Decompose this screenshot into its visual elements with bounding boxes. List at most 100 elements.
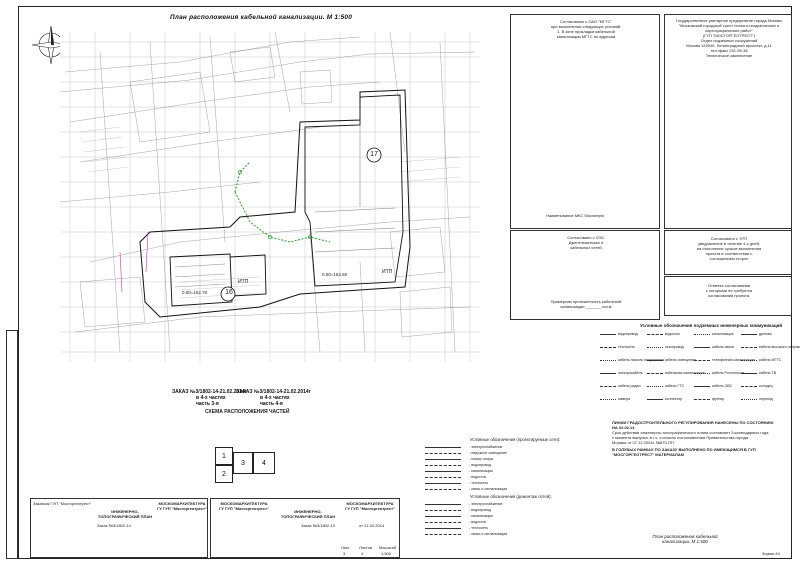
legend-item-label: телефонная канализация xyxy=(712,358,755,362)
stamp-oes-text: Согласовано с ОЭС Джентльменских и кабел… xyxy=(567,235,605,250)
legend-item-symbol xyxy=(741,373,757,374)
legend-item-label: водопровод xyxy=(618,332,638,336)
stamp-etp-text: Отметка согласования с которыми не требу… xyxy=(705,283,753,298)
legend-item-label: кабель освещения xyxy=(665,358,697,362)
legend-item-symbol xyxy=(600,360,616,361)
legend2-item-label: - канализация xyxy=(469,469,493,473)
building-17-number: 17 xyxy=(370,151,378,158)
legend-item-symbol xyxy=(694,386,710,387)
title-block-2-org: МОСКОМАРХИТЕКТУРА ГУ ГУП "Мосгоргеотрест… xyxy=(219,501,269,511)
legend-item-label: электрокабель xyxy=(618,371,643,375)
legend-item-label: кабель радио xyxy=(618,384,641,388)
legend2-item-symbol xyxy=(425,447,461,448)
legend2-item-symbol xyxy=(425,477,461,478)
legend2-item-symbol xyxy=(425,489,461,490)
legend-item-label: кабель МГТС xyxy=(759,358,782,362)
title-block-2-org2: МОСКОМАРХИТЕКТУРА ГУ ГУП "Мосгоргеотрест… xyxy=(345,501,395,511)
note-line-1: ЛИНИИ ГРАДОСТРОИТЕЛЬНОГО РЕГУЛИРОВАНИЯ Н… xyxy=(612,420,774,425)
building-17-elevation: 0.00=163.50 xyxy=(322,272,348,277)
legend2-item: - водопровод xyxy=(425,462,605,468)
legend3-item: - канализация xyxy=(425,513,605,519)
schema-part-3: 3 xyxy=(233,452,253,474)
note-line-4: с момента выпуска, в г.ч. согласно поста… xyxy=(612,435,749,440)
legend-item-label: водосток xyxy=(665,332,680,336)
legend-item-label: дренаж xyxy=(759,332,772,336)
legend-item-label: переход xyxy=(759,397,773,401)
legend2-list: - электроснабжение- наружное освещение- … xyxy=(425,444,605,492)
stamp-mgts-name: Наименование МКС Мосэнерго xyxy=(546,213,605,218)
stamp-mgts-text: Согласовано с ОАО "МГТС" при выполнении … xyxy=(550,19,622,39)
legend-item-symbol xyxy=(647,373,663,374)
legend-item-symbol xyxy=(600,373,616,374)
legend-item-label: кабельная канализация xyxy=(665,371,705,375)
legend-item-label: коллектор xyxy=(665,397,682,401)
legend-item-label: футляр xyxy=(712,397,725,401)
building-16-elevation: 0.00=162.70 xyxy=(182,290,208,295)
title-block-1-org: Заказчик ГУП "Мосгоргеотрест" xyxy=(33,501,92,506)
legend-item-label: канализация xyxy=(712,332,734,336)
legend2-title: Условные обозначения (проектируемые сети… xyxy=(470,437,561,442)
legend-item-label: кабель ОВС xyxy=(712,384,733,388)
legend2-item: - электроснабжение xyxy=(425,444,605,450)
order-label-part-4: ЗАКАЗ №3/1802-14-21.02.2014г в 4-х частя… xyxy=(236,389,311,407)
legend3-item-symbol xyxy=(425,504,461,505)
title-block-1-org2: МОСКОМАРХИТЕКТУРА ГУ ГУП "Мосгоргеотрест… xyxy=(157,501,207,511)
legend3-item-label: - связь и сигнализация xyxy=(469,532,508,536)
legend2-item-label: - электроснабжение xyxy=(469,445,503,449)
legend2-item-label: - водосток xyxy=(469,475,487,479)
legend3-item: - связь и сигнализация xyxy=(425,531,605,537)
legend3-item: - водопровод xyxy=(425,507,605,513)
legend-item-symbol xyxy=(741,334,757,335)
legend3-list: - электроснабжение - водопровод- канализа… xyxy=(425,501,605,537)
legend-item-symbol xyxy=(647,386,663,387)
order-b-part: часть 4-я xyxy=(260,401,283,407)
legend-item-label: кабель связи xyxy=(712,345,734,349)
itp-label-1: ИТП xyxy=(238,279,249,285)
itp-label-2: ИТП xyxy=(382,269,393,275)
title-block-1-type: ИНЖЕНЕРНО-ТОПОГРАФИЧЕСКИЙ ПЛАН xyxy=(97,509,153,519)
title-block-2-scale-label: Масштаб xyxy=(379,545,397,550)
legend3-item-symbol xyxy=(425,516,461,517)
order-a-parts: в 4-х частях xyxy=(196,395,226,401)
order-b-parts: в 4-х частях xyxy=(260,395,290,401)
stamp-ops-text: Согласовано с ЭТП уведомление в течение … xyxy=(696,236,762,261)
building-16-number: 16 xyxy=(225,289,233,296)
legend-item-symbol xyxy=(647,399,663,400)
legend3-item-label: - теплосеть xyxy=(469,526,489,530)
legend-item-label: кабель Ростелеком xyxy=(712,371,745,375)
stamp-etp: Отметка согласования с которыми не требу… xyxy=(664,276,792,316)
legend-item-label: колодец xyxy=(759,384,773,388)
legend2-item-symbol xyxy=(425,465,461,466)
note-line-2: НА 02.02.14 xyxy=(612,425,635,430)
legend-item-symbol xyxy=(694,373,710,374)
legend-item-label: кабель ГТС xyxy=(665,384,685,388)
legend-item-symbol xyxy=(647,347,663,348)
legend3-item-label: - водопровод xyxy=(469,508,491,512)
legend3-item-symbol xyxy=(425,510,461,511)
legend2-item: - теплосеть xyxy=(425,480,605,486)
stamp-mosgorgeotrest-text: Государственное унитарное предприятие го… xyxy=(675,18,783,58)
legend-item-symbol xyxy=(694,334,710,335)
legend3-item-label: - водосток xyxy=(469,520,487,524)
note-line-6: В ГОЛУБЫХ РАМКАХ ПО ЗАКАЗУ ВЫПОЛНЕНО ПО … xyxy=(612,447,756,452)
legend-item-symbol xyxy=(694,399,710,400)
title-block-2-order: Заказ №3/1802-14 xyxy=(301,523,335,528)
legend-item-label: кабель низкого напряжения xyxy=(618,358,665,362)
title-block-2-type: ИНЖЕНЕРНО-ТОПОГРАФИЧЕСКИЙ ПЛАН xyxy=(280,509,336,519)
cable-plan-map xyxy=(60,32,480,362)
order-a-number: ЗАКАЗ №3/1802-14-21.02.2014г xyxy=(172,389,247,395)
stamp-ops: Согласовано с ЭТП уведомление в течение … xyxy=(664,230,792,275)
legend2-item: - номер опоры xyxy=(425,456,605,462)
title-block-2: МОСКОМАРХИТЕКТУРА ГУ ГУП "Мосгоргеотрест… xyxy=(210,498,400,558)
legend-title: Условные обозначения подземных инженерны… xyxy=(640,323,783,328)
legend-item-symbol xyxy=(600,347,616,348)
legend-item-label: газопровод xyxy=(665,345,684,349)
legend2-item-symbol xyxy=(425,453,461,454)
legend2-item-symbol xyxy=(425,471,461,472)
legend-item-symbol xyxy=(741,347,757,348)
order-b-number: ЗАКАЗ №3/1802-14-21.02.2014г xyxy=(236,389,311,395)
title-block-2-sheet: 3 xyxy=(343,551,346,556)
legend3-item-label: - электроснабжение xyxy=(469,502,503,506)
